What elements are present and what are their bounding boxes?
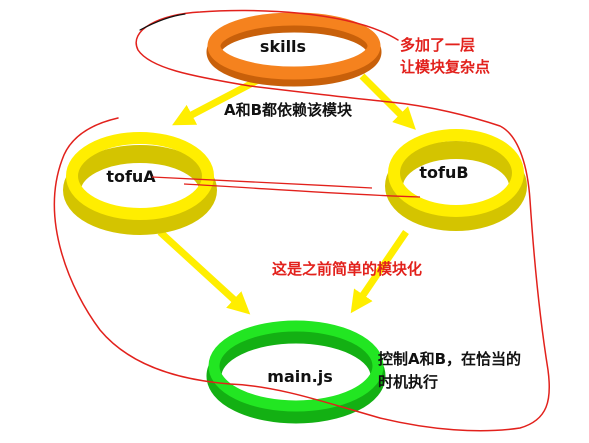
tofuA-label: tofuA [106,167,156,186]
arrow-skills-to-tofuB [359,73,416,130]
tofuA-ring [66,132,214,220]
red-hand-drawn-loop [53,9,551,432]
arrow-skills-to-tofuA [172,74,264,126]
node-tofuB: tofuB [385,129,527,231]
note-previous: 这是之前简单的模块化 [272,260,422,278]
node-skills: skills [206,12,382,87]
tofuB-ring [388,129,524,217]
note-control-line1: 控制A和B，在恰当的 [378,350,521,368]
arrow-tofuB-to-main [350,230,409,314]
main-label: main.js [267,367,332,386]
node-tofuA: tofuA [63,132,217,235]
tofuB-label: tofuB [419,163,468,182]
note-depends: A和B都依赖该模块 [224,101,353,119]
note-extra-layer-line2: 让模块复杂点 [400,58,490,76]
dependency-arrows [157,73,416,315]
skills-label: skills [260,37,306,56]
skills-ring [207,12,381,80]
note-control-line2: 时机执行 [378,373,438,391]
arrow-tofuA-to-main [157,229,251,315]
red-connector-line-top [151,176,373,189]
black-hand-drawn-tick [139,13,186,31]
red-connector-line-bottom [183,183,421,198]
node-main: main.js [206,320,386,424]
note-extra-layer-line1: 多加了一层 [400,36,475,54]
main-ring [208,320,384,412]
